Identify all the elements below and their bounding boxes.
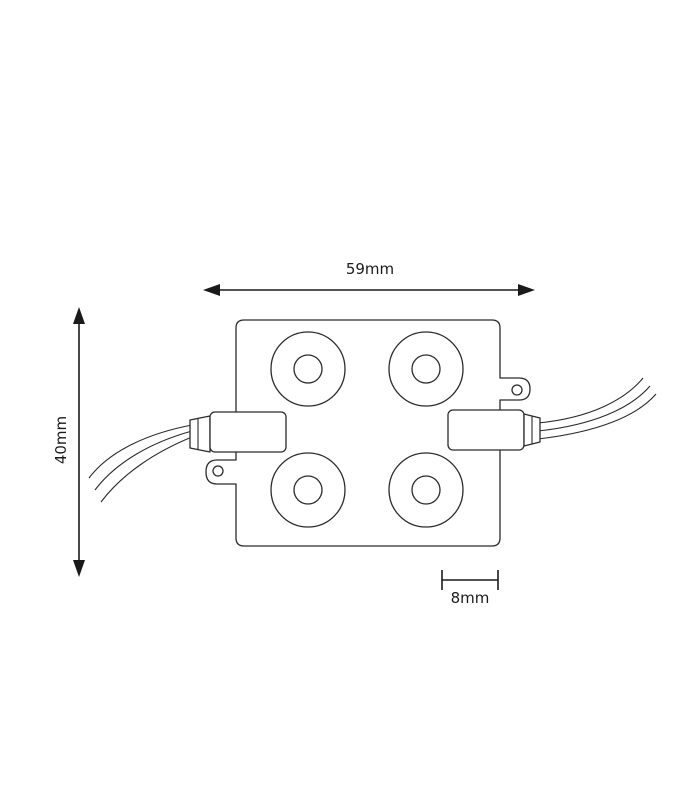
lens-dimension: 8mm	[441, 570, 499, 607]
wire	[88, 424, 193, 479]
mounting-hole	[212, 465, 224, 477]
led-lens	[270, 452, 346, 528]
wire	[94, 430, 193, 491]
connector-block	[447, 409, 525, 451]
width-dimension: 59mm	[203, 260, 535, 296]
wire	[537, 377, 644, 424]
height-arrow-top	[73, 307, 85, 324]
led-lens	[388, 331, 464, 407]
width-label: 59mm	[346, 260, 394, 278]
wire	[100, 436, 193, 503]
lens-inner	[411, 354, 441, 384]
width-arrow-right	[518, 284, 535, 296]
left-connector	[189, 411, 287, 453]
lens-inner	[293, 354, 323, 384]
cable-gland	[189, 415, 211, 453]
right-wires	[537, 377, 657, 440]
wire	[537, 385, 651, 432]
lens-inner	[293, 475, 323, 505]
right-connector	[447, 409, 541, 451]
height-arrow-bottom	[73, 560, 85, 577]
lens-inner	[411, 475, 441, 505]
led-lens	[388, 452, 464, 528]
width-arrow-left	[203, 284, 220, 296]
lens-label: 8mm	[451, 589, 490, 607]
left-wires	[88, 424, 193, 503]
height-dimension: 40mm	[52, 307, 85, 577]
height-label: 40mm	[52, 416, 70, 464]
led-lens	[270, 331, 346, 407]
connector-block	[209, 411, 287, 453]
wire	[537, 393, 657, 440]
mounting-hole	[511, 384, 523, 396]
